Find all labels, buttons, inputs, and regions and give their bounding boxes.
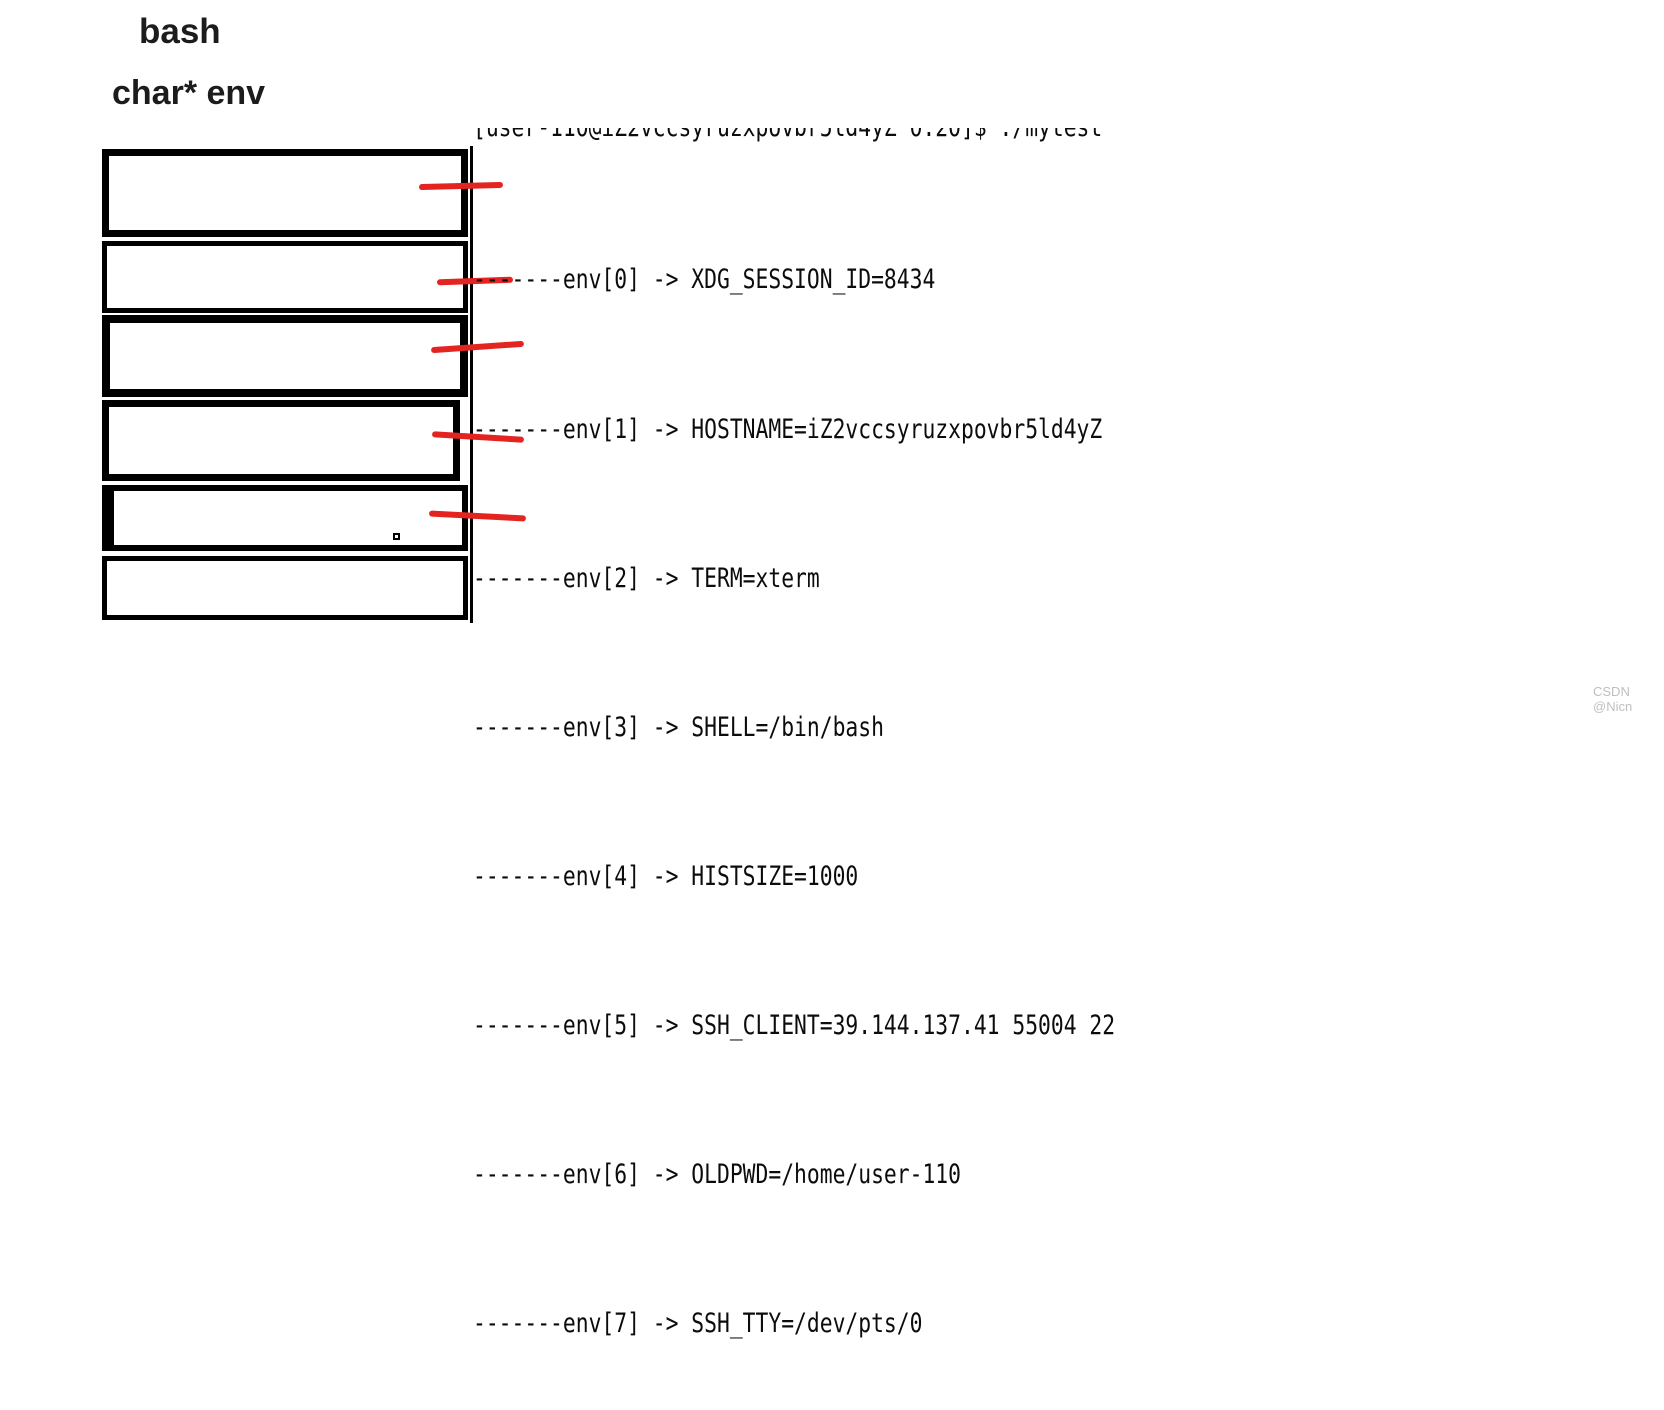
env-array-label: char* env <box>112 74 266 112</box>
watermark: CSDN @Nicn <box>1593 684 1633 714</box>
terminal-prompt-text: [user-110@iZ2vccsyruzxpovbr5ld4yZ 0:20]$… <box>473 128 1121 143</box>
env-line-2: -------env[2] -> TERM=xterm <box>473 562 820 594</box>
bash-process-label: bash <box>139 12 221 51</box>
env-pointer-cell-5 <box>102 556 468 620</box>
env-line-1: -------env[1] -> HOSTNAME=iZ2vccsyruzxpo… <box>473 413 1103 445</box>
env-line-4: -------env[4] -> HISTSIZE=1000 <box>473 860 859 892</box>
array-right-edge-line <box>470 146 473 623</box>
env-line-5: -------env[5] -> SSH_CLIENT=39.144.137.4… <box>473 1009 1116 1041</box>
env-pointer-cell-1 <box>102 241 468 313</box>
diagram-canvas: bash char* env [user-110@iZ2vccsyruzxpov… <box>102 12 1632 1339</box>
terminal-prompt-clipped: [user-110@iZ2vccsyruzxpovbr5ld4yZ 0:20]$… <box>473 128 1293 143</box>
env-line-6: -------env[6] -> OLDPWD=/home/user-110 <box>473 1159 961 1191</box>
env-line-0: -------env[0] -> XDG_SESSION_ID=8434 <box>473 264 936 296</box>
env-line-7: -------env[7] -> SSH_TTY=/dev/pts/0 <box>473 1308 923 1340</box>
env-pointer-cell-0 <box>102 149 468 237</box>
env-pointer-cell-4 <box>102 485 468 551</box>
env-pointer-cell-2 <box>102 315 468 397</box>
env-line-3: -------env[3] -> SHELL=/bin/bash <box>473 711 884 743</box>
env-pointer-cell-3 <box>102 400 460 481</box>
terminal-output: -------env[0] -> XDG_SESSION_ID=8434 ---… <box>473 156 1664 1410</box>
small-square-marker <box>393 533 400 540</box>
